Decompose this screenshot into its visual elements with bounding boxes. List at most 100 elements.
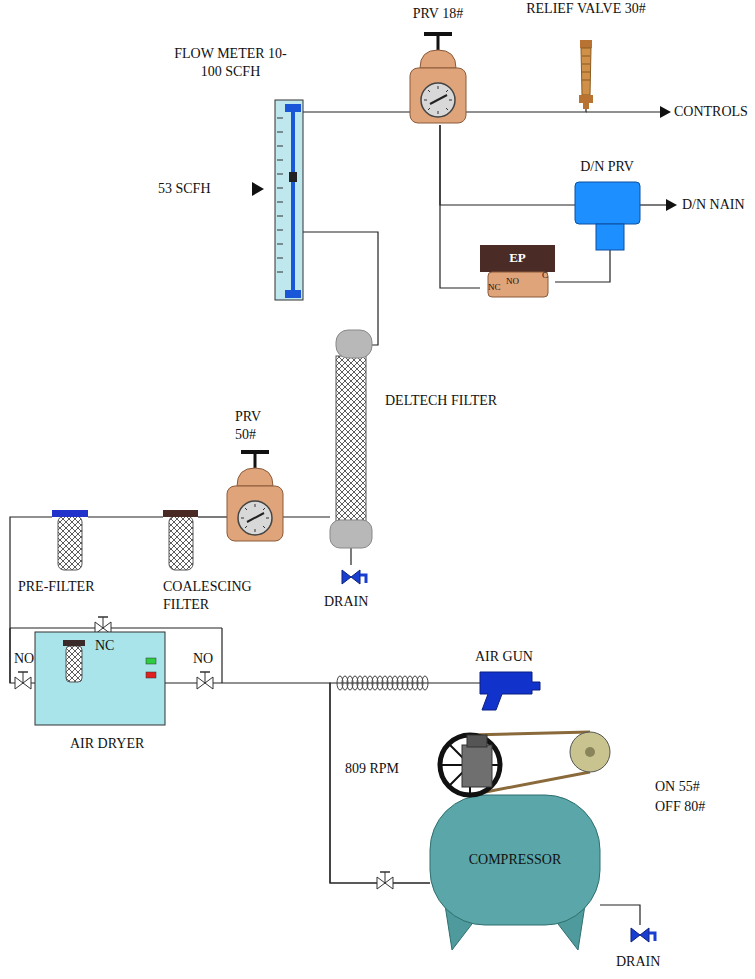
air-pipe — [198, 516, 227, 517]
air-dryer-body — [146, 658, 156, 664]
component-label: AIR GUN — [475, 648, 565, 666]
annotation-label: NO — [193, 650, 213, 668]
component-label: DELTECH FILTER — [385, 392, 535, 410]
drain-valve: DRAIN — [628, 925, 652, 945]
shutoff-valve — [15, 672, 31, 689]
deltech-filter — [336, 356, 366, 522]
dn-prv: D/N PRV — [575, 180, 640, 250]
deltech-filter — [336, 330, 372, 358]
air-pipe — [440, 125, 575, 205]
air-pipe — [600, 905, 640, 925]
compressor-unit — [585, 747, 595, 757]
air-dryer-body — [35, 632, 165, 725]
deltech-filter — [330, 330, 372, 548]
deltech-filter: DELTECH FILTER — [330, 330, 372, 548]
component-label: DRAIN — [324, 593, 384, 611]
relief-valve — [581, 48, 591, 95]
pre-filter: PRE-FILTER — [52, 510, 88, 572]
port-label: NO — [506, 276, 524, 287]
air-pipe — [303, 111, 410, 112]
pre-filter-body — [58, 516, 82, 570]
air-hose — [422, 676, 428, 690]
port-label: NC — [488, 282, 506, 293]
relief-valve — [583, 103, 589, 109]
component-label: FLOW METER 10-100 SCFH — [173, 45, 288, 80]
drain-valve — [631, 928, 655, 942]
coalescing-filter-body — [163, 510, 198, 517]
air-pipe — [165, 683, 430, 883]
ep-switch — [480, 245, 555, 297]
compressor-unit — [462, 745, 492, 787]
ep-switch — [480, 245, 555, 272]
shutoff-valve — [197, 672, 213, 689]
air-dryer-body — [63, 640, 85, 646]
coalescing-filter: COALESCING FILTER — [163, 510, 198, 572]
pre-filter-body — [52, 510, 88, 570]
component-label: COMPRESSOR — [430, 851, 600, 869]
air-pipe — [88, 516, 163, 517]
pressure-regulator: PRV 18# — [410, 30, 466, 125]
annotation-label: OFF 80# — [655, 798, 705, 816]
air-pipe — [283, 516, 330, 517]
bypass-line — [221, 628, 222, 683]
bypass-line — [9, 628, 10, 683]
shutoff-valve — [377, 872, 393, 889]
ep-switch — [488, 272, 548, 297]
air-pipe — [440, 125, 575, 205]
air-pipe — [165, 683, 430, 883]
air-pipe — [466, 109, 586, 112]
flow-meter — [285, 290, 301, 298]
annotation-label: ON 55# — [655, 778, 700, 796]
annotation-label: D/N NAIN — [682, 196, 745, 214]
component-label: RELIEF VALVE 30# — [524, 0, 648, 18]
pressure-regulator: PRV 50# — [227, 448, 283, 545]
air-dryer-body — [146, 672, 156, 678]
annotation-label: CONTROLS — [674, 103, 748, 121]
flow-meter — [275, 100, 303, 300]
air-pipe — [466, 109, 586, 112]
flow-meter — [277, 146, 283, 147]
air-dryer-body — [66, 646, 82, 682]
component-label: PRV 50# — [235, 408, 280, 443]
annotation-label: 53 SCFH — [158, 180, 211, 198]
flow-meter — [277, 132, 283, 133]
component-label: AIR DRYER — [70, 735, 190, 753]
air-pipe — [303, 112, 410, 113]
compressor-unit — [430, 732, 610, 950]
annotation-label: 809 RPM — [345, 760, 399, 778]
compressor-tank: COMPRESSOR — [430, 795, 600, 925]
air-pipe — [440, 125, 480, 288]
bypass-line — [10, 627, 222, 628]
flow-meter — [275, 100, 303, 300]
flow-meter — [277, 188, 283, 189]
flow-meter — [277, 216, 283, 217]
controls-line — [586, 106, 671, 118]
air-pipe — [600, 905, 640, 925]
dn-main-line — [640, 199, 677, 211]
air-pipe — [88, 517, 163, 518]
component-label: D/N PRV — [567, 158, 647, 176]
compressor-unit — [430, 795, 600, 925]
pressure-regulator — [410, 32, 466, 123]
air-gun: AIR GUN — [480, 668, 540, 708]
relief-valve — [582, 56, 590, 80]
compressor-unit — [440, 735, 500, 795]
drain-valve — [342, 570, 366, 584]
air-pipe — [198, 517, 227, 518]
flow-meter — [277, 230, 283, 231]
air-pipe — [283, 517, 330, 518]
relief-valve — [579, 40, 593, 109]
deltech-filter — [330, 520, 372, 548]
coalescing-filter-body — [163, 510, 198, 570]
flow-meter — [277, 118, 283, 119]
ep-switch: EPCNCNO — [480, 245, 555, 297]
compressor-unit — [470, 732, 590, 735]
component-label: EP — [480, 250, 555, 266]
compressor-unit — [467, 735, 487, 747]
pre-filter-body — [52, 510, 88, 517]
annotation-label: NO — [14, 650, 34, 668]
flow-meter — [277, 244, 283, 245]
flow-meter — [277, 202, 283, 203]
flow-meter — [291, 110, 295, 292]
